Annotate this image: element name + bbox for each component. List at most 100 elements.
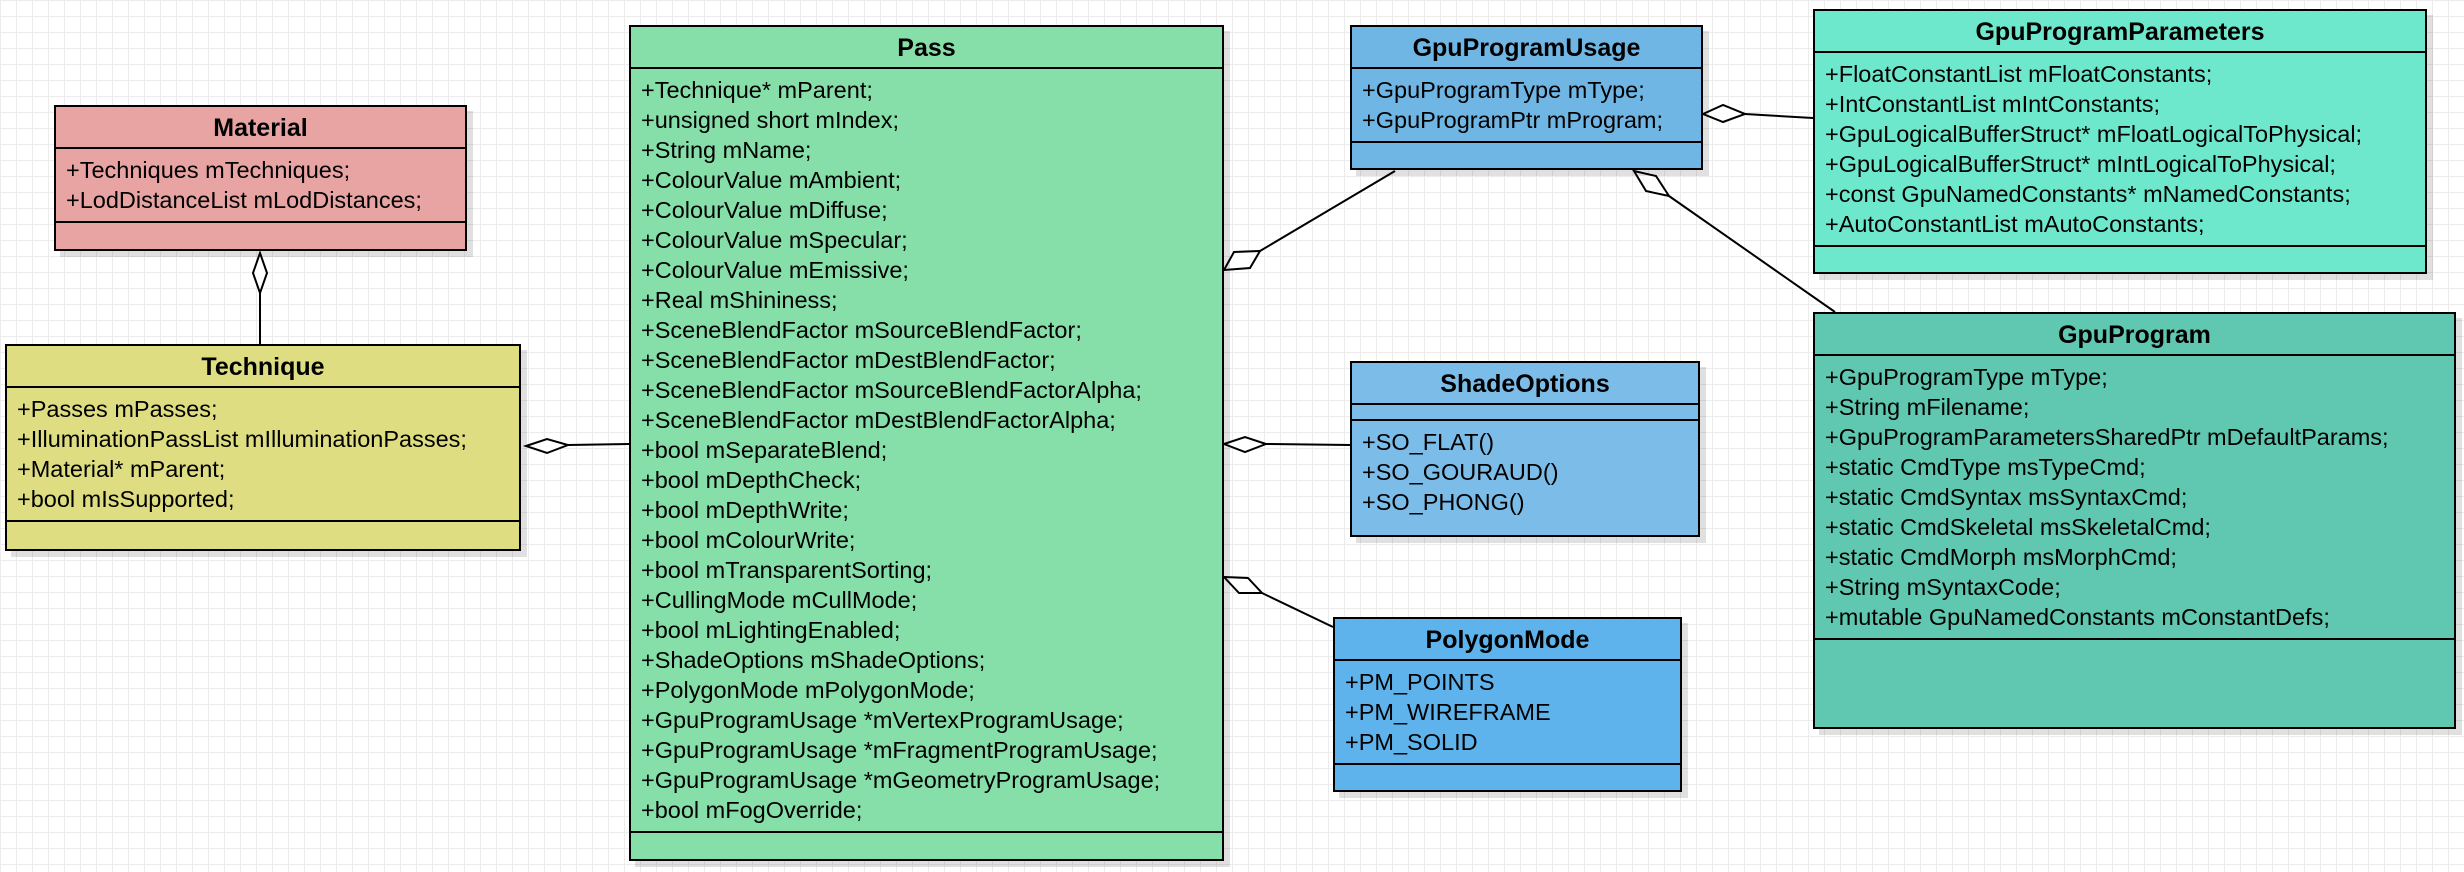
class-gpuprogram[interactable]: GpuProgram +GpuProgramType mType; +Strin… (1813, 312, 2456, 729)
attribute: +ColourValue mSpecular; (641, 227, 908, 253)
gpuprogramusage-gpuprogram-link (1668, 195, 1836, 313)
attribute: +GpuProgramUsage *mGeometryProgramUsage; (641, 767, 1161, 793)
class-attributes: +FloatConstantList mFloatConstants; +Int… (1815, 53, 2425, 247)
attribute: +PM_SOLID (1345, 729, 1478, 755)
attribute: +static CmdSyntax msSyntaxCmd; (1825, 484, 2188, 510)
attribute: +PM_POINTS (1345, 669, 1495, 695)
attribute: +String mFilename; (1825, 394, 2030, 420)
class-name: Material (56, 107, 465, 149)
attribute: +bool mIsSupported; (17, 486, 235, 512)
gpuprogramusage-gpuprogram-diamond (1631, 169, 1672, 198)
class-attributes: +GpuProgramType mType; +GpuProgramPtr mP… (1352, 69, 1701, 143)
operation: +SO_GOURAUD() (1362, 459, 1559, 485)
attribute: +mutable GpuNamedConstants mConstantDefs… (1825, 604, 2330, 630)
pass-polygonmode-diamond (1221, 575, 1265, 594)
pass-gpuprogramusage-diamond (1222, 249, 1262, 272)
attribute: +GpuProgramType mType; (1362, 77, 1645, 103)
class-operations (1815, 247, 2425, 272)
gpuprogramusage-parameters-diamond (1700, 103, 1748, 124)
class-operations (56, 223, 465, 249)
pass-shadeoptions-link (1265, 443, 1351, 446)
attribute: +IlluminationPassList mIlluminationPasse… (17, 426, 467, 452)
operation: +SO_PHONG() (1362, 489, 1525, 515)
class-shadeoptions[interactable]: ShadeOptions +SO_FLAT() +SO_GOURAUD() +S… (1350, 361, 1700, 537)
attribute: +CullingMode mCullMode; (641, 587, 918, 613)
pass-shadeoptions-diamond (1221, 435, 1269, 454)
technique-pass-diamond (522, 437, 572, 455)
attribute: +const GpuNamedConstants* mNamedConstant… (1825, 181, 2351, 207)
class-name: PolygonMode (1335, 619, 1680, 661)
class-attributes: +Technique* mParent; +unsigned short mIn… (631, 69, 1222, 833)
class-operations: +SO_FLAT() +SO_GOURAUD() +SO_PHONG() (1352, 421, 1698, 535)
attribute: +bool mTransparentSorting; (641, 557, 933, 583)
attribute: +bool mFogOverride; (641, 797, 863, 823)
attribute: +GpuProgramUsage *mFragmentProgramUsage; (641, 737, 1158, 763)
attribute: +ColourValue mAmbient; (641, 167, 902, 193)
attribute: +static CmdSkeletal msSkeletalCmd; (1825, 514, 2211, 540)
attribute: +ShadeOptions mShadeOptions; (641, 647, 986, 673)
gpuprogramusage-parameters-link (1744, 113, 1814, 119)
attribute: +IntConstantList mIntConstants; (1825, 91, 2161, 117)
attribute: +String mName; (641, 137, 812, 163)
attribute: +GpuLogicalBufferStruct* mIntLogicalToPh… (1825, 151, 2336, 177)
class-gpuprogramparameters[interactable]: GpuProgramParameters +FloatConstantList … (1813, 9, 2427, 274)
class-attributes: +Techniques mTechniques; +LodDistanceLis… (56, 149, 465, 223)
attribute: +bool mDepthWrite; (641, 497, 849, 523)
attribute: +SceneBlendFactor mSourceBlendFactorAlph… (641, 377, 1142, 403)
attribute: +AutoConstantList mAutoConstants; (1825, 211, 2205, 237)
class-polygonmode[interactable]: PolygonMode +PM_POINTS +PM_WIREFRAME +PM… (1333, 617, 1682, 792)
attribute: +Real mShininess; (641, 287, 838, 313)
class-name: GpuProgramUsage (1352, 27, 1701, 69)
attribute: +SceneBlendFactor mDestBlendFactor; (641, 347, 1056, 373)
attribute: +ColourValue mDiffuse; (641, 197, 888, 223)
attribute: +Techniques mTechniques; (66, 157, 351, 183)
class-attributes (1352, 405, 1698, 421)
class-name: GpuProgramParameters (1815, 11, 2425, 53)
attribute: +Material* mParent; (17, 456, 226, 482)
attribute: +GpuProgramPtr mProgram; (1362, 107, 1664, 133)
attribute: +static CmdMorph msMorphCmd; (1825, 544, 2177, 570)
class-name: GpuProgram (1815, 314, 2454, 356)
class-attributes: +PM_POINTS +PM_WIREFRAME +PM_SOLID (1335, 661, 1680, 765)
attribute: +FloatConstantList mFloatConstants; (1825, 61, 2213, 87)
class-pass[interactable]: Pass +Technique* mParent; +unsigned shor… (629, 25, 1224, 861)
material-technique-diamond (251, 249, 269, 297)
attribute: +bool mSeparateBlend; (641, 437, 888, 463)
class-attributes: +GpuProgramType mType; +String mFilename… (1815, 356, 2454, 640)
attribute: +LodDistanceList mLodDistances; (66, 187, 422, 213)
attribute: +bool mLightingEnabled; (641, 617, 901, 643)
attribute: +bool mDepthCheck; (641, 467, 862, 493)
technique-pass-link (567, 443, 630, 446)
class-name: ShadeOptions (1352, 363, 1698, 405)
attribute: +unsigned short mIndex; (641, 107, 900, 133)
attribute: +PM_WIREFRAME (1345, 699, 1551, 725)
class-name: Pass (631, 27, 1222, 69)
attribute: +Passes mPasses; (17, 396, 218, 422)
attribute: +bool mColourWrite; (641, 527, 856, 553)
class-technique[interactable]: Technique +Passes mPasses; +Illumination… (5, 344, 521, 551)
class-operations (1815, 640, 2454, 727)
class-operations (1352, 143, 1701, 168)
pass-polygonmode-link (1261, 592, 1334, 628)
operation: +SO_FLAT() (1362, 429, 1495, 455)
attribute: +PolygonMode mPolygonMode; (641, 677, 975, 703)
attribute: +String mSyntaxCode; (1825, 574, 2061, 600)
class-operations (631, 833, 1222, 859)
pass-gpuprogramusage-link (1259, 170, 1396, 252)
attribute: +GpuLogicalBufferStruct* mFloatLogicalTo… (1825, 121, 2363, 147)
attribute: +static CmdType msTypeCmd; (1825, 454, 2146, 480)
attribute: +SceneBlendFactor mDestBlendFactorAlpha; (641, 407, 1116, 433)
class-attributes: +Passes mPasses; +IlluminationPassList m… (7, 388, 519, 522)
class-operations (7, 522, 519, 549)
attribute: +Technique* mParent; (641, 77, 873, 103)
class-gpuprogramusage[interactable]: GpuProgramUsage +GpuProgramType mType; +… (1350, 25, 1703, 170)
attribute: +GpuProgramParametersSharedPtr mDefaultP… (1825, 424, 2389, 450)
attribute: +GpuProgramType mType; (1825, 364, 2108, 390)
attribute: +GpuProgramUsage *mVertexProgramUsage; (641, 707, 1124, 733)
class-operations (1335, 765, 1680, 790)
attribute: +SceneBlendFactor mSourceBlendFactor; (641, 317, 1082, 343)
class-name: Technique (7, 346, 519, 388)
class-material[interactable]: Material +Techniques mTechniques; +LodDi… (54, 105, 467, 251)
attribute: +ColourValue mEmissive; (641, 257, 909, 283)
